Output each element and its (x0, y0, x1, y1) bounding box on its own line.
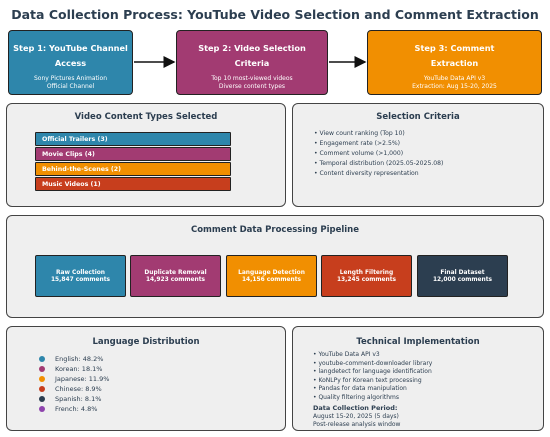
legend-dot (39, 386, 45, 392)
collection-period-label: Data Collection Period: (313, 404, 398, 412)
technical-item: • Quality filtering algorithms (313, 393, 400, 401)
technical-item: • Pandas for data manipulation (313, 385, 407, 392)
content-types-title: Video Content Types Selected (74, 112, 218, 122)
legend-dot (39, 376, 45, 382)
content-types-panel: Video Content Types Selected Official Tr… (6, 103, 286, 207)
technical-panel: Technical Implementation • YouTube Data … (292, 326, 544, 431)
criteria-item: • Comment volume (>1,000) (314, 150, 404, 157)
technical-item: • YouTube Data API v3 (313, 351, 380, 358)
language-panel: Language Distribution English: 48.2% Kor… (6, 326, 286, 431)
technical-item: • langdetect for language identification (313, 368, 432, 375)
technical-title: Technical Implementation (356, 337, 480, 347)
collection-period-dates: August 15-20, 2025 (5 days) (313, 412, 399, 420)
criteria-title: Selection Criteria (376, 112, 460, 122)
legend-dot (39, 366, 45, 372)
criteria-item: • Temporal distribution (2025.05-2025.08… (314, 160, 444, 167)
collection-period-window: Post-release analysis window (313, 421, 401, 428)
technical-item: • youtube-comment-downloader library (313, 359, 433, 367)
language-title: Language Distribution (92, 337, 200, 347)
legend-dot (39, 406, 45, 412)
technical-item: • KoNLPy for Korean text processing (313, 376, 422, 384)
content-type-trailers: Official Trailers (3) (35, 132, 231, 146)
page-title: Data Collection Process: YouTube Video S… (11, 7, 539, 22)
content-type-music: Music Videos (1) (35, 177, 231, 191)
criteria-panel: Selection Criteria • View count ranking … (292, 103, 544, 207)
criteria-item: • Content diversity representation (314, 170, 419, 177)
content-type-bts: Behind-the-Scenes (2) (35, 162, 231, 176)
legend-dot (39, 396, 45, 402)
criteria-item: • View count ranking (Top 10) (314, 130, 405, 137)
criteria-item: • Engagement rate (>2.5%) (314, 140, 400, 147)
legend-dot (39, 356, 45, 362)
pipeline-title: Comment Data Processing Pipeline (190, 225, 359, 235)
content-type-clips: Movie Clips (4) (35, 147, 231, 161)
